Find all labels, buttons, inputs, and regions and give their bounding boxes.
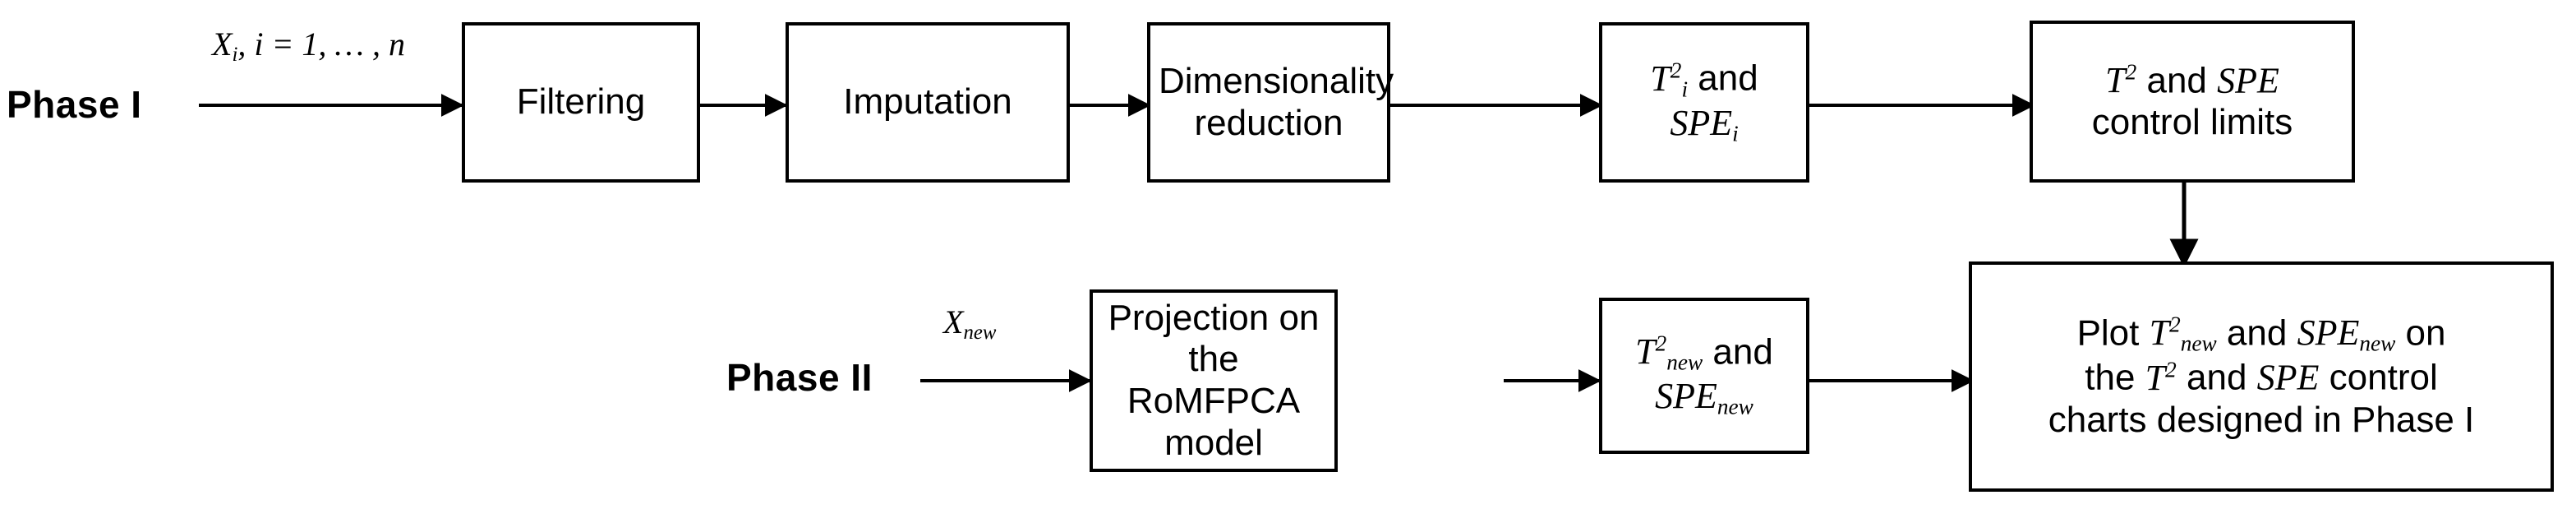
math-spei: SPEi [1670, 102, 1739, 146]
word-and: and [2226, 312, 2288, 354]
math-spe: SPE [2256, 358, 2320, 399]
node-t2new-and-spenew[interactable]: T2new and SPEnew [1599, 298, 1809, 454]
edge-label-index-range: , i = 1, … , n [237, 25, 405, 62]
node-ti2-line2: SPEi [1611, 103, 1798, 147]
node-projection-on-romfpca-model[interactable]: Projection on the RoMFPCA model [1090, 289, 1338, 472]
node-t2new-line2: SPEnew [1611, 376, 1798, 420]
node-control-limits-line1: T2 and SPE [2041, 60, 2343, 102]
phase-2-label: Phase II [726, 356, 873, 399]
math-t2new: T2new [1635, 331, 1703, 375]
node-t2-and-spe-control-limits[interactable]: T2 and SPE control limits [2030, 21, 2355, 183]
node-imputation-label: Imputation [843, 81, 1012, 123]
node-ti2-and-spei[interactable]: T2i and SPEi [1599, 22, 1809, 183]
node-plot-line1: Plot T2new and SPEnew on [1980, 312, 2542, 358]
word-plot: Plot [2076, 312, 2140, 354]
math-t2new: T2new [2149, 312, 2217, 357]
word-and: and [2146, 60, 2207, 101]
word-on: on [2405, 312, 2446, 354]
word-and: and [2187, 358, 2247, 399]
math-t2: T2 [2145, 357, 2177, 399]
word-and: and [1712, 331, 1773, 372]
word-control: control [2329, 358, 2438, 399]
edge-label-x-i: Xi [212, 25, 238, 66]
node-t2new-line1: T2new and [1611, 331, 1798, 377]
node-dimensionality-reduction[interactable]: Dimensionality reduction [1147, 22, 1394, 183]
node-plot-line2: the T2 and SPE control [1980, 357, 2542, 399]
node-projection-line2: the RoMFPCA [1127, 339, 1301, 421]
word-and: and [1698, 58, 1758, 99]
math-spe: SPE [2217, 60, 2279, 101]
node-dimensionality-line1: Dimensionality [1159, 60, 1394, 101]
node-projection-line3: model [1164, 422, 1263, 463]
node-filtering[interactable]: Filtering [462, 22, 700, 183]
node-control-limits-line2: control limits [2091, 101, 2293, 142]
math-spenew: SPEnew [2297, 312, 2396, 357]
node-filtering-label: Filtering [516, 81, 646, 123]
math-spenew: SPEnew [1655, 376, 1753, 419]
edge-label-phase2-input: Xnew [943, 303, 996, 345]
node-projection-line1: Projection on [1108, 297, 1320, 338]
node-plot-line3: charts designed in Phase I [2048, 399, 2475, 440]
node-dimensionality-line2: reduction [1194, 102, 1343, 143]
phase-1-label: Phase I [7, 83, 142, 126]
math-ti2: T2i [1650, 58, 1689, 102]
node-imputation[interactable]: Imputation [786, 22, 1070, 183]
node-ti2-line1: T2i and [1611, 58, 1798, 103]
node-plot-on-control-charts[interactable]: Plot T2new and SPEnew on the T2 and SPE … [1969, 261, 2554, 492]
edge-label-x-new: Xnew [943, 303, 997, 344]
math-t2: T2 [2105, 59, 2137, 101]
word-the: the [2085, 358, 2136, 399]
edge-label-phase1-input: Xi, i = 1, … , n [212, 25, 405, 67]
